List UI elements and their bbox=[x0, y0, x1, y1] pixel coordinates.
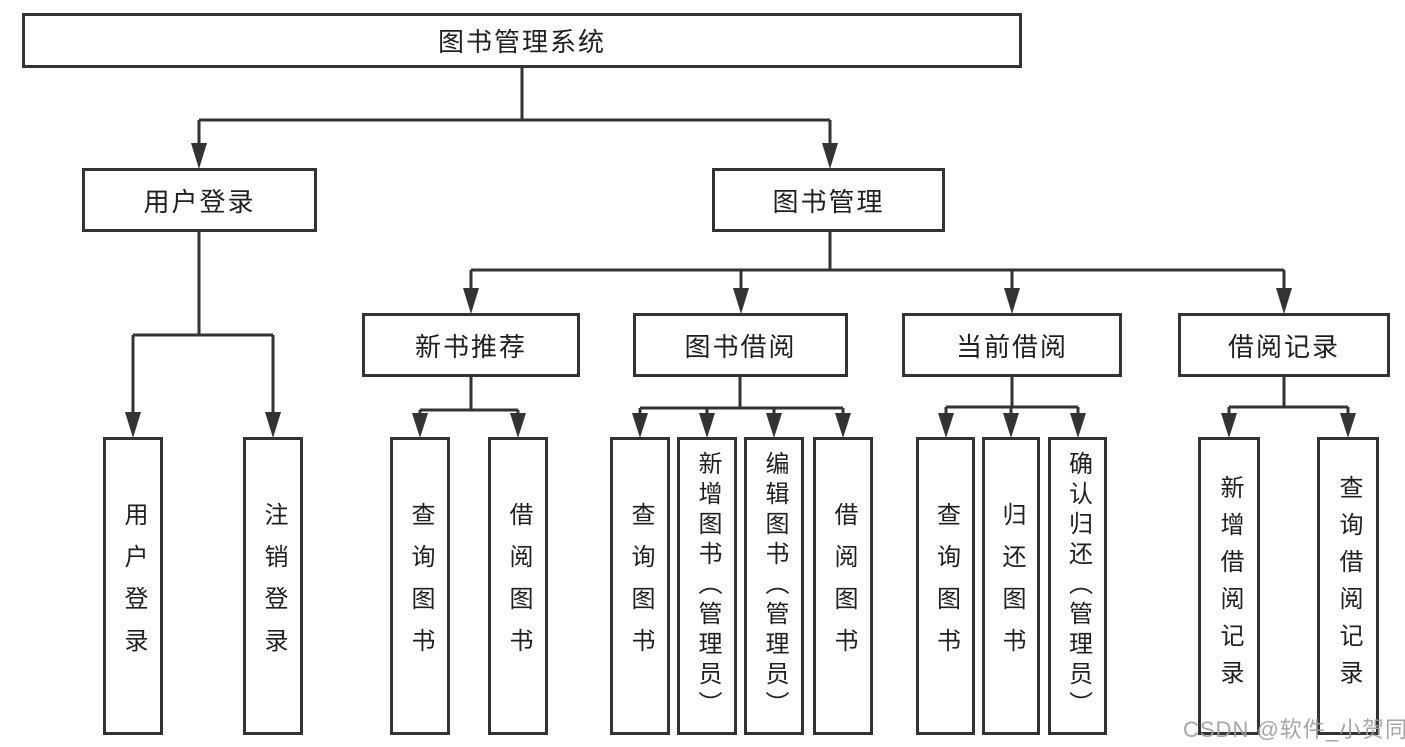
node-bb-edit-book: 编辑图书（管理员） bbox=[744, 437, 804, 735]
node-cb-query-book: 查询图书 bbox=[916, 437, 975, 735]
node-ul-logout-label: 注销登录 bbox=[260, 502, 287, 670]
node-nb-query-book-label: 查询图书 bbox=[407, 502, 434, 670]
node-root-label: 图书管理系统 bbox=[437, 27, 606, 57]
node-new-book-rec: 新书推荐 bbox=[362, 313, 580, 377]
node-cb-confirm-return-label: 确认归还（管理员） bbox=[1064, 451, 1092, 721]
node-cb-return-book: 归还图书 bbox=[982, 437, 1040, 735]
node-ul-login-label: 用户登录 bbox=[120, 502, 147, 670]
node-br-query-record-label: 查询借阅记录 bbox=[1335, 475, 1362, 697]
node-bb-add-book-label: 新增图书（管理员） bbox=[694, 451, 721, 721]
node-nb-query-book: 查询图书 bbox=[390, 437, 450, 735]
node-new-book-rec-label: 新书推荐 bbox=[414, 331, 527, 362]
node-bb-edit-book-label: 编辑图书（管理员） bbox=[761, 451, 788, 721]
node-bb-add-book: 新增图书（管理员） bbox=[677, 437, 737, 735]
connector-path bbox=[131, 68, 1350, 415]
node-user-login: 用户登录 bbox=[82, 168, 317, 232]
node-user-login-label: 用户登录 bbox=[143, 186, 256, 217]
node-book-borrow: 图书借阅 bbox=[633, 313, 848, 377]
node-root: 图书管理系统 bbox=[22, 13, 1022, 68]
node-ul-login: 用户登录 bbox=[103, 437, 163, 735]
node-br-add-record-label: 新增借阅记录 bbox=[1216, 475, 1243, 697]
node-br-query-record: 查询借阅记录 bbox=[1317, 437, 1379, 735]
node-book-borrow-label: 图书借阅 bbox=[684, 331, 797, 362]
node-br-add-record: 新增借阅记录 bbox=[1198, 437, 1260, 735]
node-bb-query-book: 查询图书 bbox=[610, 437, 670, 735]
node-current-borrow-label: 当前借阅 bbox=[955, 331, 1068, 362]
node-cb-return-book-label: 归还图书 bbox=[998, 502, 1025, 670]
node-borrow-record-label: 借阅记录 bbox=[1227, 331, 1340, 362]
arrowheads bbox=[125, 143, 1356, 438]
node-nb-borrow-book: 借阅图书 bbox=[488, 437, 548, 735]
watermark: CSDN @软件_小贺同学 bbox=[1183, 717, 1405, 742]
node-book-mgmt-label: 图书管理 bbox=[772, 186, 885, 217]
node-borrow-record: 借阅记录 bbox=[1178, 313, 1390, 377]
node-bb-query-book-label: 查询图书 bbox=[627, 502, 654, 670]
node-cb-query-book-label: 查询图书 bbox=[932, 502, 960, 670]
node-nb-borrow-book-label: 借阅图书 bbox=[505, 502, 532, 670]
node-book-mgmt: 图书管理 bbox=[712, 168, 945, 232]
node-bb-borrow-book-label: 借阅图书 bbox=[830, 502, 857, 670]
node-cb-confirm-return: 确认归还（管理员） bbox=[1048, 437, 1107, 735]
node-bb-borrow-book: 借阅图书 bbox=[813, 437, 873, 735]
node-ul-logout: 注销登录 bbox=[243, 437, 303, 735]
node-current-borrow: 当前借阅 bbox=[902, 313, 1122, 377]
